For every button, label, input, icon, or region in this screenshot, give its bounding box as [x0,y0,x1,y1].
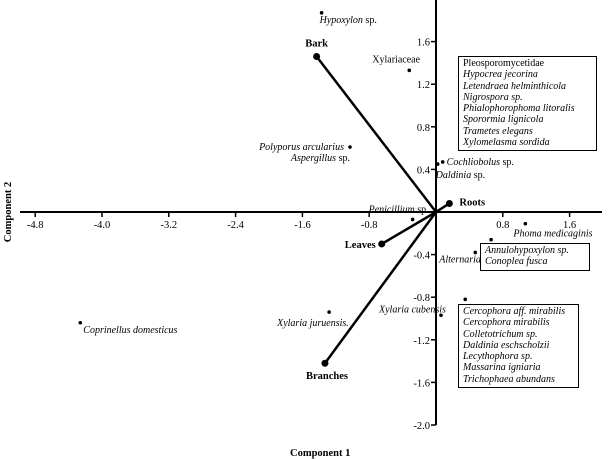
point-phoma [523,221,528,226]
group-member: Massarina igniaria [463,362,541,374]
axes: -4.8 -4.0 -3.2 -2.4 -1.6 -0.8 0.8 1.6 1.6 1.2 0.8 0… [20,0,602,432]
y-tick-label: 1.2 [417,80,430,91]
group-member: Cercophora aff. mirabilis [463,306,566,317]
group-member: Daldinia eschscholzii [463,339,550,351]
points [78,11,528,325]
point-label-xylaria-cubensis: Xylaria cubensis [378,304,446,315]
x-tick-label: 1.6 [563,220,576,231]
point-label-segment: sp. [336,153,350,164]
point-label-segment: sp. [363,15,377,26]
point-xylariaceae [407,68,412,73]
point-label-segment: sp. [415,204,429,215]
group-member: Letendraea helminthicola [463,80,567,92]
x-axis-title: Component 1 [290,448,350,459]
point-cochliobolus [440,160,445,164]
point-label-xylariaceae: Xylariaceae [372,54,420,65]
vector-bark [315,55,437,213]
point-label-segment: Aspergillus [290,153,336,164]
point-hypoxylon [319,11,324,15]
point-label-segment: Alternaria [438,254,481,265]
group-member: Lecythophora sp. [463,351,533,363]
y-tick-label: -2.0 [413,421,430,432]
y-tick-label: 1.6 [417,38,430,49]
group-member: Sporormia lignicola [463,114,544,126]
y-tick-label: -0.4 [413,251,430,262]
point-daldinia [435,162,440,166]
point-xylaria-cubensis [439,313,443,318]
point-label-segment: Xylaria juruensis. [276,318,349,329]
y-tick-label: 0.4 [417,165,431,176]
group-member: Conoplea fusca [485,256,548,268]
point-label-segment: Polyporus arcularius [258,142,344,153]
point-annulo-group [489,237,493,242]
group-member: Nigrospora sp. [463,91,523,103]
point-label-xylaria-juruensis: Xylaria juruensis. [276,318,349,329]
point-label-cochliobolus: Cochliobolus sp. [447,157,514,168]
point-label-segment: Xylaria cubensis [378,304,446,315]
point-label-polyporus: Polyporus arcularius [258,142,344,153]
group-member: Pleosporomycetidae [463,58,545,69]
y-tick-label: -0.8 [413,293,430,304]
point-label-coprinellus: Coprinellus domesticus [83,325,177,336]
vector-end-branches [321,359,329,367]
point-coprinellus [78,320,83,325]
vector-end-leaves [378,240,386,248]
point-label-segment: Cochliobolus [447,157,500,168]
y-axis-title: Component 2 [3,182,14,242]
vector-label-roots: Roots [459,197,485,208]
vector-label-bark: Bark [305,39,328,50]
x-tick-label: -2.4 [227,220,244,231]
point-label-phoma: Phoma medicaginis [512,229,592,240]
point-label-daldinia: Daldinia sp. [435,170,485,181]
vector-label-branches: Branches [306,371,348,382]
group-box-annulohypoxylon: Annulohypoxylon sp.Conoplea fusca [480,243,590,271]
group-member: Trametes elegans [463,125,533,137]
group-member: Hypocrea jecorina [463,69,538,81]
point-label-segment: Penicillium [368,204,415,215]
point-label-segment: Coprinellus domesticus [83,325,177,336]
group-member: Cercophora mirabilis [463,317,550,329]
x-tick-label: -0.8 [361,220,378,231]
x-tick-label: -4.0 [94,220,111,231]
point-label-segment: sp. [500,157,514,168]
point-xylaria-juruensis [327,310,331,314]
x-tick-label: -4.8 [27,220,44,231]
y-tick-label: -1.2 [413,336,430,347]
x-tick-label: -1.6 [294,220,311,231]
point-polyporus [348,145,352,149]
vector-leaves [381,210,437,246]
point-label-penicillium: Penicillium sp. [368,204,429,215]
point-label-hypoxylon: Hypoxylon sp. [319,15,377,26]
point-label-segment: Hypoxylon [319,15,363,26]
point-label-segment: sp. [471,170,485,181]
point-label-segment: Phoma medicaginis [512,229,592,240]
point-alternaria [473,250,478,255]
point-cercophora-group [463,297,468,302]
group-member: Trichophaea abundans [463,373,555,385]
vector-end-roots [445,199,453,207]
point-label-segment: Xylariaceae [372,54,420,65]
vector-end-bark [313,53,321,61]
x-tick-label: -3.2 [160,220,177,231]
vector-branches [323,211,438,364]
point-penicillium [410,217,415,222]
point-label-segment: Daldinia [435,170,472,181]
group-member: Xylomelasma sordida [463,137,550,149]
group-member: Annulohypoxylon sp. [485,245,569,256]
y-tick-label: 0.8 [417,123,430,134]
vector-label-leaves: Leaves [345,240,376,251]
point-label-aspergillus: Aspergillus sp. [290,153,350,164]
group-member: Phialophorophoma litoralis [463,103,575,115]
x-tick-label: 0.8 [496,220,509,231]
y-tick-label: -1.6 [413,378,430,389]
group-member: Colletotrichum sp. [463,328,538,340]
